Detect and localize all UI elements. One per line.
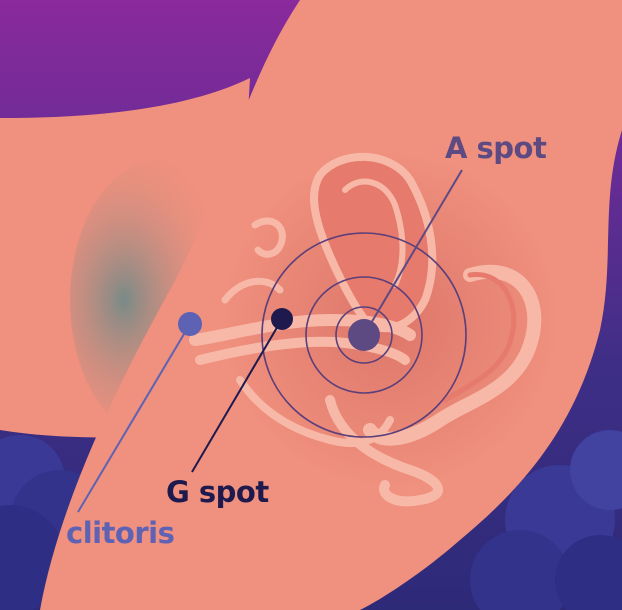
g-spot-label: G spot: [166, 475, 269, 509]
clitoris-marker: [178, 312, 202, 336]
leader-lines: [77, 169, 463, 513]
clitoris-leader: [77, 323, 191, 513]
target-rings: [261, 232, 467, 438]
g-spot-marker: [271, 308, 293, 330]
a-spot-marker: [348, 319, 380, 351]
clitoris-label: clitoris: [66, 516, 175, 550]
g-spot-leader: [191, 318, 283, 473]
a-spot-leader: [363, 169, 463, 336]
a-spot-label: A spot: [445, 131, 547, 165]
